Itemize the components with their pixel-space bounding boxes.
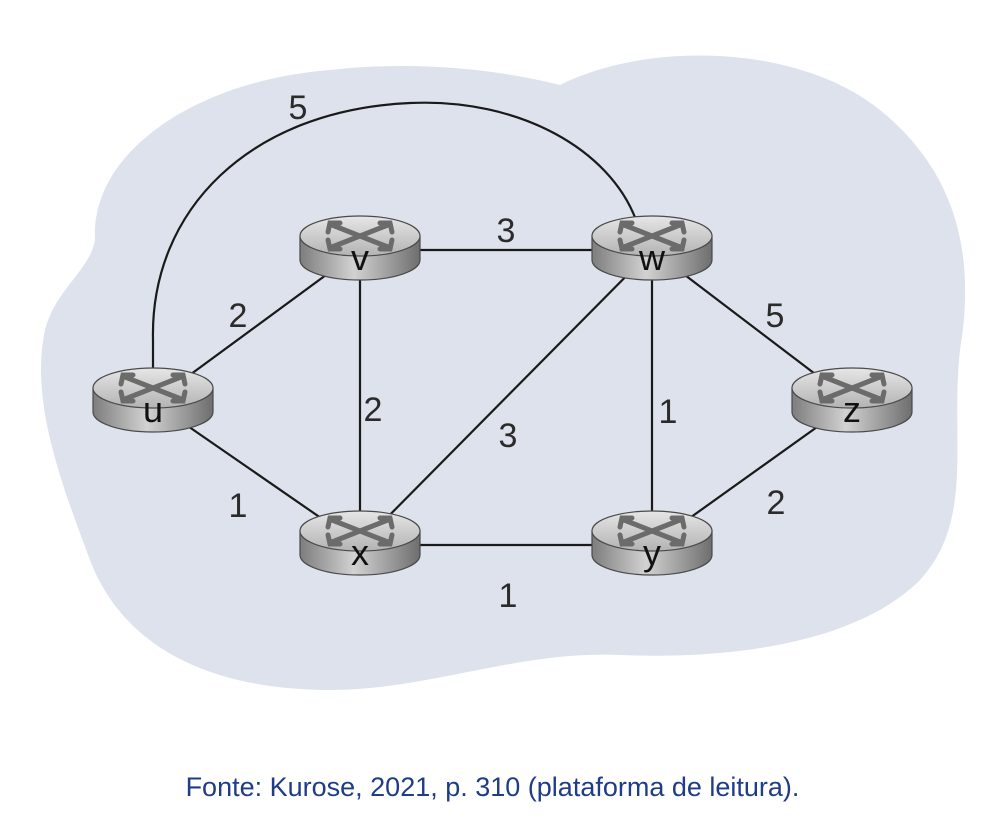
network-cloud: [41, 55, 966, 691]
router-label-v: v: [351, 237, 369, 278]
router-v: v: [299, 215, 421, 281]
link-x-w: [359, 249, 653, 546]
router-label-z: z: [843, 389, 861, 430]
router-arrows-icon: [118, 372, 188, 404]
router-label-w: w: [638, 237, 666, 278]
router-y: y: [591, 510, 713, 576]
link-cost-w-y: 1: [659, 393, 678, 431]
router-arrows-icon: [325, 220, 395, 252]
router-z: z: [791, 367, 913, 433]
link-u-w: [151, 101, 638, 380]
link-cost-y-z: 2: [767, 484, 786, 522]
router-x: x: [299, 510, 421, 576]
router-label-y: y: [643, 532, 661, 573]
link-cost-u-v: 2: [229, 297, 248, 335]
network-diagram: u v w x y z 5 3 2 2 3 1 5 1 2 1: [41, 55, 966, 691]
router-arrows-icon: [817, 372, 887, 404]
link-cost-u-x: 1: [229, 487, 248, 525]
router-label-u: u: [143, 389, 163, 430]
router-arrows-icon: [617, 515, 687, 547]
router-arrows-icon: [325, 515, 395, 547]
link-cost-w-z: 5: [766, 297, 785, 335]
link-cost-x-w: 3: [499, 417, 518, 455]
figure-caption: Fonte: Kurose, 2021, p. 310 (plataforma …: [185, 772, 800, 802]
link-cost-x-y: 1: [499, 577, 518, 615]
link-cost-v-w: 3: [497, 212, 516, 250]
router-arrows-icon: [617, 220, 687, 252]
router-w: w: [591, 215, 713, 281]
router-label-x: x: [351, 532, 369, 573]
link-cost-u-w: 5: [289, 89, 308, 127]
link-cost-v-x: 2: [364, 391, 383, 429]
router-u: u: [92, 367, 214, 433]
